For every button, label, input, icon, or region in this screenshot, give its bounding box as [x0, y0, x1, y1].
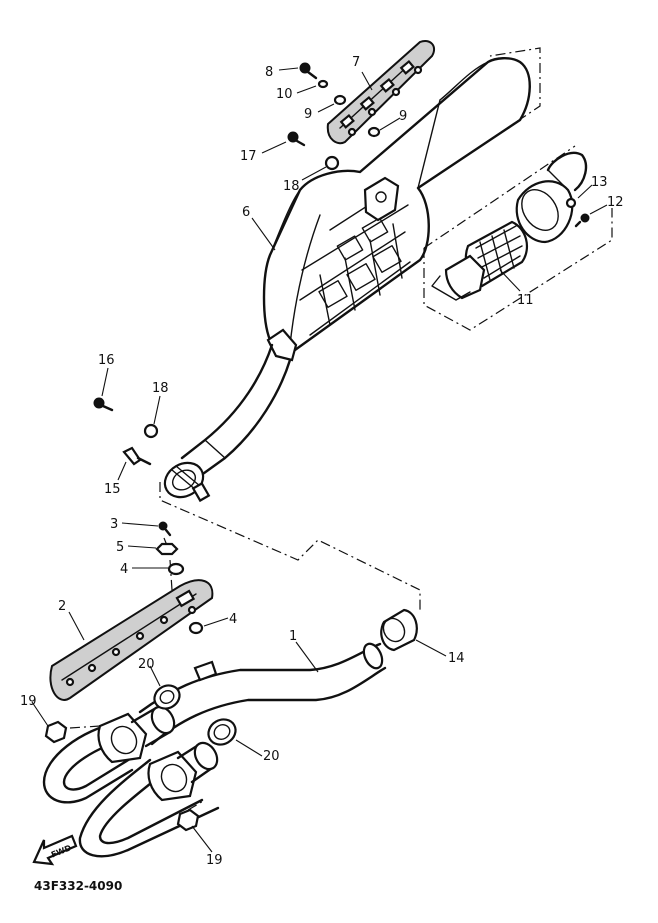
callout-9b: 9 [399, 109, 407, 124]
callout-labels: 8 7 10 9 9 17 18 6 13 12 11 16 18 15 3 5… [20, 55, 624, 868]
callout-15: 15 [104, 482, 121, 497]
guide-line-center [159, 482, 421, 612]
callout-4b: 4 [229, 612, 237, 627]
callout-5: 5 [116, 540, 124, 555]
callout-8: 8 [265, 65, 273, 80]
muffler-rib [289, 214, 321, 346]
nut-9a-icon [333, 94, 347, 106]
gasket-20a-icon [153, 684, 181, 710]
nut-9b-icon [367, 126, 381, 138]
bolt-3-icon [158, 521, 168, 531]
washer-13-icon [565, 197, 577, 209]
callout-6: 6 [242, 205, 250, 220]
forward-direction-arrow: FWD [32, 834, 78, 866]
callout-3: 3 [110, 517, 118, 532]
callout-19a: 19 [20, 694, 37, 709]
nut-19a-icon [44, 720, 68, 744]
callout-14: 14 [448, 651, 465, 666]
washer-4b-icon [188, 621, 204, 635]
muffler-mount-bracket [363, 176, 400, 222]
callout-19b: 19 [206, 853, 223, 868]
shield-fasteners [155, 521, 204, 635]
callout-13: 13 [591, 175, 608, 190]
exhaust-pipe-heat-shield [49, 579, 214, 701]
callout-20a: 20 [138, 657, 155, 672]
callout-11: 11 [517, 293, 534, 308]
diagram-code: 43F332-4090 [34, 879, 122, 893]
tail-pipe-assembly [431, 151, 590, 301]
callout-7: 7 [352, 55, 360, 70]
muffler-end-cap [439, 61, 489, 101]
header-pipe-right [78, 758, 220, 858]
callout-4a: 4 [120, 562, 128, 577]
tail-pipe-ring [515, 180, 574, 244]
flange-left [97, 712, 148, 764]
exhaust-pipe-outlet [362, 642, 384, 670]
bolt-17-icon [287, 131, 299, 143]
callout-17: 17 [240, 149, 257, 164]
bolt-12-icon [580, 213, 590, 223]
header-pipe-left [42, 720, 134, 804]
muffler-assembly [262, 57, 531, 362]
washer-18b-icon [143, 423, 159, 439]
leader-lines [31, 67, 608, 853]
callout-20b: 20 [263, 749, 280, 764]
washer-4a-icon [167, 562, 185, 576]
bolt-16-icon [93, 397, 105, 409]
flange-right [147, 750, 198, 802]
nut-5-icon [155, 542, 179, 556]
washer-10-icon [317, 79, 329, 89]
callout-18a: 18 [283, 179, 300, 194]
gasket-20b-icon [207, 718, 237, 746]
nut-19b-icon [176, 808, 200, 832]
callout-9a: 9 [304, 107, 312, 122]
callout-2: 2 [58, 599, 66, 614]
muffler-heat-shield [326, 40, 436, 145]
muffler-shell [262, 57, 531, 352]
guide-line-muffler [417, 47, 541, 189]
callout-12: 12 [607, 195, 624, 210]
callout-10: 10 [276, 87, 293, 102]
callout-16: 16 [98, 353, 115, 368]
stud-15-icon [122, 446, 142, 466]
muffler-fasteners [93, 62, 381, 466]
muffler-inlet-pipe [163, 343, 292, 503]
callout-1: 1 [289, 629, 297, 644]
joint-sleeve [380, 608, 418, 652]
bolt-8-icon [299, 62, 311, 74]
washer-18a-icon [324, 155, 340, 171]
callout-18b: 18 [152, 381, 169, 396]
